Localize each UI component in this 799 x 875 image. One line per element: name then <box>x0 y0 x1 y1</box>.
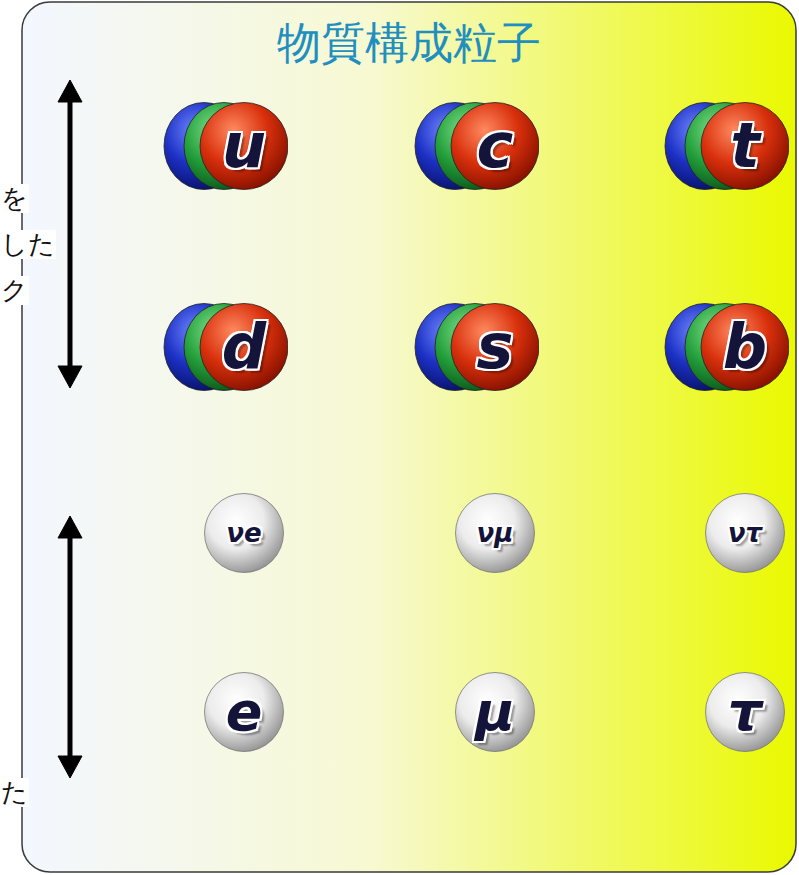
particle-symbol: b <box>701 303 789 391</box>
lepton-ball: μ <box>455 672 535 752</box>
color-ball <box>200 304 288 391</box>
color-charge-stack <box>411 102 539 190</box>
particle-symbol: τ <box>705 672 785 752</box>
quark-ball: s <box>411 303 539 391</box>
color-ball <box>200 103 288 190</box>
double-arrow <box>58 516 82 778</box>
particle-symbol: ντ <box>705 493 785 573</box>
particle-symbol: e <box>204 672 284 752</box>
quark-ball: c <box>411 102 539 190</box>
lepton-ball: τ <box>705 672 785 752</box>
lepton-ball: ντ <box>705 493 785 573</box>
lepton-ball: e <box>204 672 284 752</box>
sphere <box>706 673 785 752</box>
double-arrow <box>58 80 82 388</box>
sphere <box>456 673 535 752</box>
quark-ball: u <box>160 102 288 190</box>
text-fragment: した <box>0 230 56 259</box>
particle-symbol: u <box>200 102 288 190</box>
sphere <box>706 494 785 573</box>
sphere <box>456 494 535 573</box>
text-fragment: を <box>0 184 29 213</box>
particle-symbol: μ <box>455 672 535 752</box>
panel <box>22 2 796 872</box>
color-ball <box>451 304 539 391</box>
text-fragment: た <box>0 778 29 807</box>
color-ball <box>701 304 789 391</box>
text-fragment: ク <box>0 276 29 305</box>
color-ball <box>451 103 539 190</box>
quark-ball: b <box>661 303 789 391</box>
quark-ball: t <box>661 102 789 190</box>
particle-symbol: c <box>451 102 539 190</box>
particle-symbol: s <box>451 303 539 391</box>
title: 物質構成粒子 <box>22 14 796 73</box>
lepton-ball: νμ <box>455 493 535 573</box>
quark-ball: d <box>160 303 288 391</box>
color-charge-stack <box>661 102 789 190</box>
sphere <box>205 673 284 752</box>
particle-symbol: t <box>701 102 789 190</box>
sphere <box>205 494 284 573</box>
color-charge-stack <box>411 303 539 391</box>
particle-symbol: d <box>200 303 288 391</box>
particle-symbol: νe <box>204 493 284 573</box>
color-ball <box>701 103 789 190</box>
particle-symbol: νμ <box>455 493 535 573</box>
lepton-ball: νe <box>204 493 284 573</box>
